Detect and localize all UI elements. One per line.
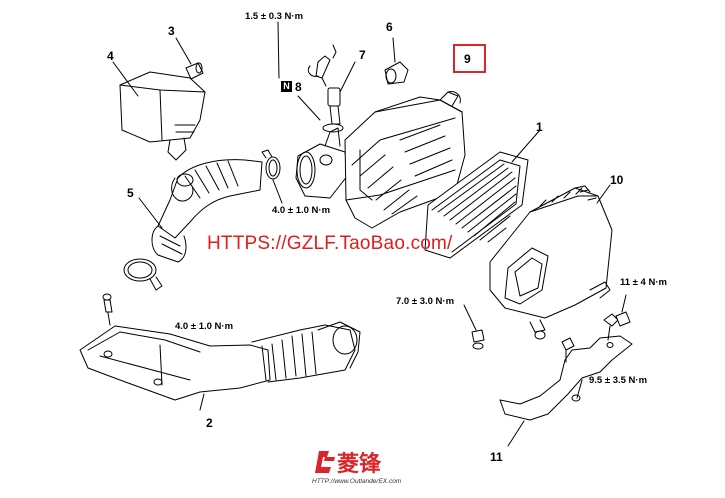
- callout-1: 1: [536, 120, 543, 134]
- part-10-air-cleaner-case: [489, 184, 613, 340]
- callout-11: 11: [490, 450, 503, 464]
- torque-spec-clamp-upper: 4.0 ± 1.0 N·m: [272, 205, 331, 216]
- part-6-fitting: [384, 37, 409, 85]
- callout-8: 8: [295, 80, 302, 94]
- part-1-air-filter: [424, 129, 541, 259]
- part-2-air-duct: [79, 293, 361, 411]
- callout-10: 10: [610, 173, 624, 187]
- callout-3: 3: [168, 24, 175, 38]
- part-11-bracket: [499, 313, 633, 447]
- callout-6: 6: [386, 20, 393, 34]
- torque-spec-clamp-lower: 4.0 ± 1.0 N·m: [175, 321, 234, 332]
- torque-spec-bolt-right: 11 ± 4 N·m: [620, 277, 667, 288]
- hose-clamp-lower: [123, 258, 163, 291]
- leader-top-torque: [277, 21, 280, 79]
- svg-text:菱锋: 菱锋: [337, 451, 382, 477]
- outlander-logo-icon: 菱锋: [315, 451, 382, 477]
- part-5-intake-hose: [138, 159, 263, 263]
- watermark-url: HTTPS://GZLF.TaoBao.com/: [207, 233, 453, 254]
- bolt-left: [463, 304, 485, 350]
- callout-9-highlight-box: [453, 44, 486, 73]
- part-7-8-airflow-sensor: [295, 44, 356, 199]
- callout-9: 9: [464, 52, 471, 66]
- torque-spec-bolt-left: 7.0 ± 3.0 N·m: [396, 296, 455, 307]
- part-3-grommet: [175, 37, 204, 80]
- callout-5: 5: [127, 186, 134, 200]
- torque-spec-top: 1.5 ± 0.3 N·m: [245, 11, 304, 22]
- callout-7: 7: [359, 48, 366, 62]
- torque-spec-bracket: 9.5 ± 3.5 N·m: [589, 375, 648, 386]
- part-4-resonator: [112, 61, 206, 161]
- n-marker-icon: N: [281, 81, 292, 92]
- bolt-right: [615, 294, 631, 327]
- logo-url-text: HTTP://www.OutlanderEX.com: [312, 478, 402, 485]
- air-cleaner-cover: [344, 91, 466, 229]
- callout-4: 4: [107, 49, 114, 63]
- hose-clamp-upper: [261, 149, 283, 204]
- callout-2: 2: [206, 416, 213, 430]
